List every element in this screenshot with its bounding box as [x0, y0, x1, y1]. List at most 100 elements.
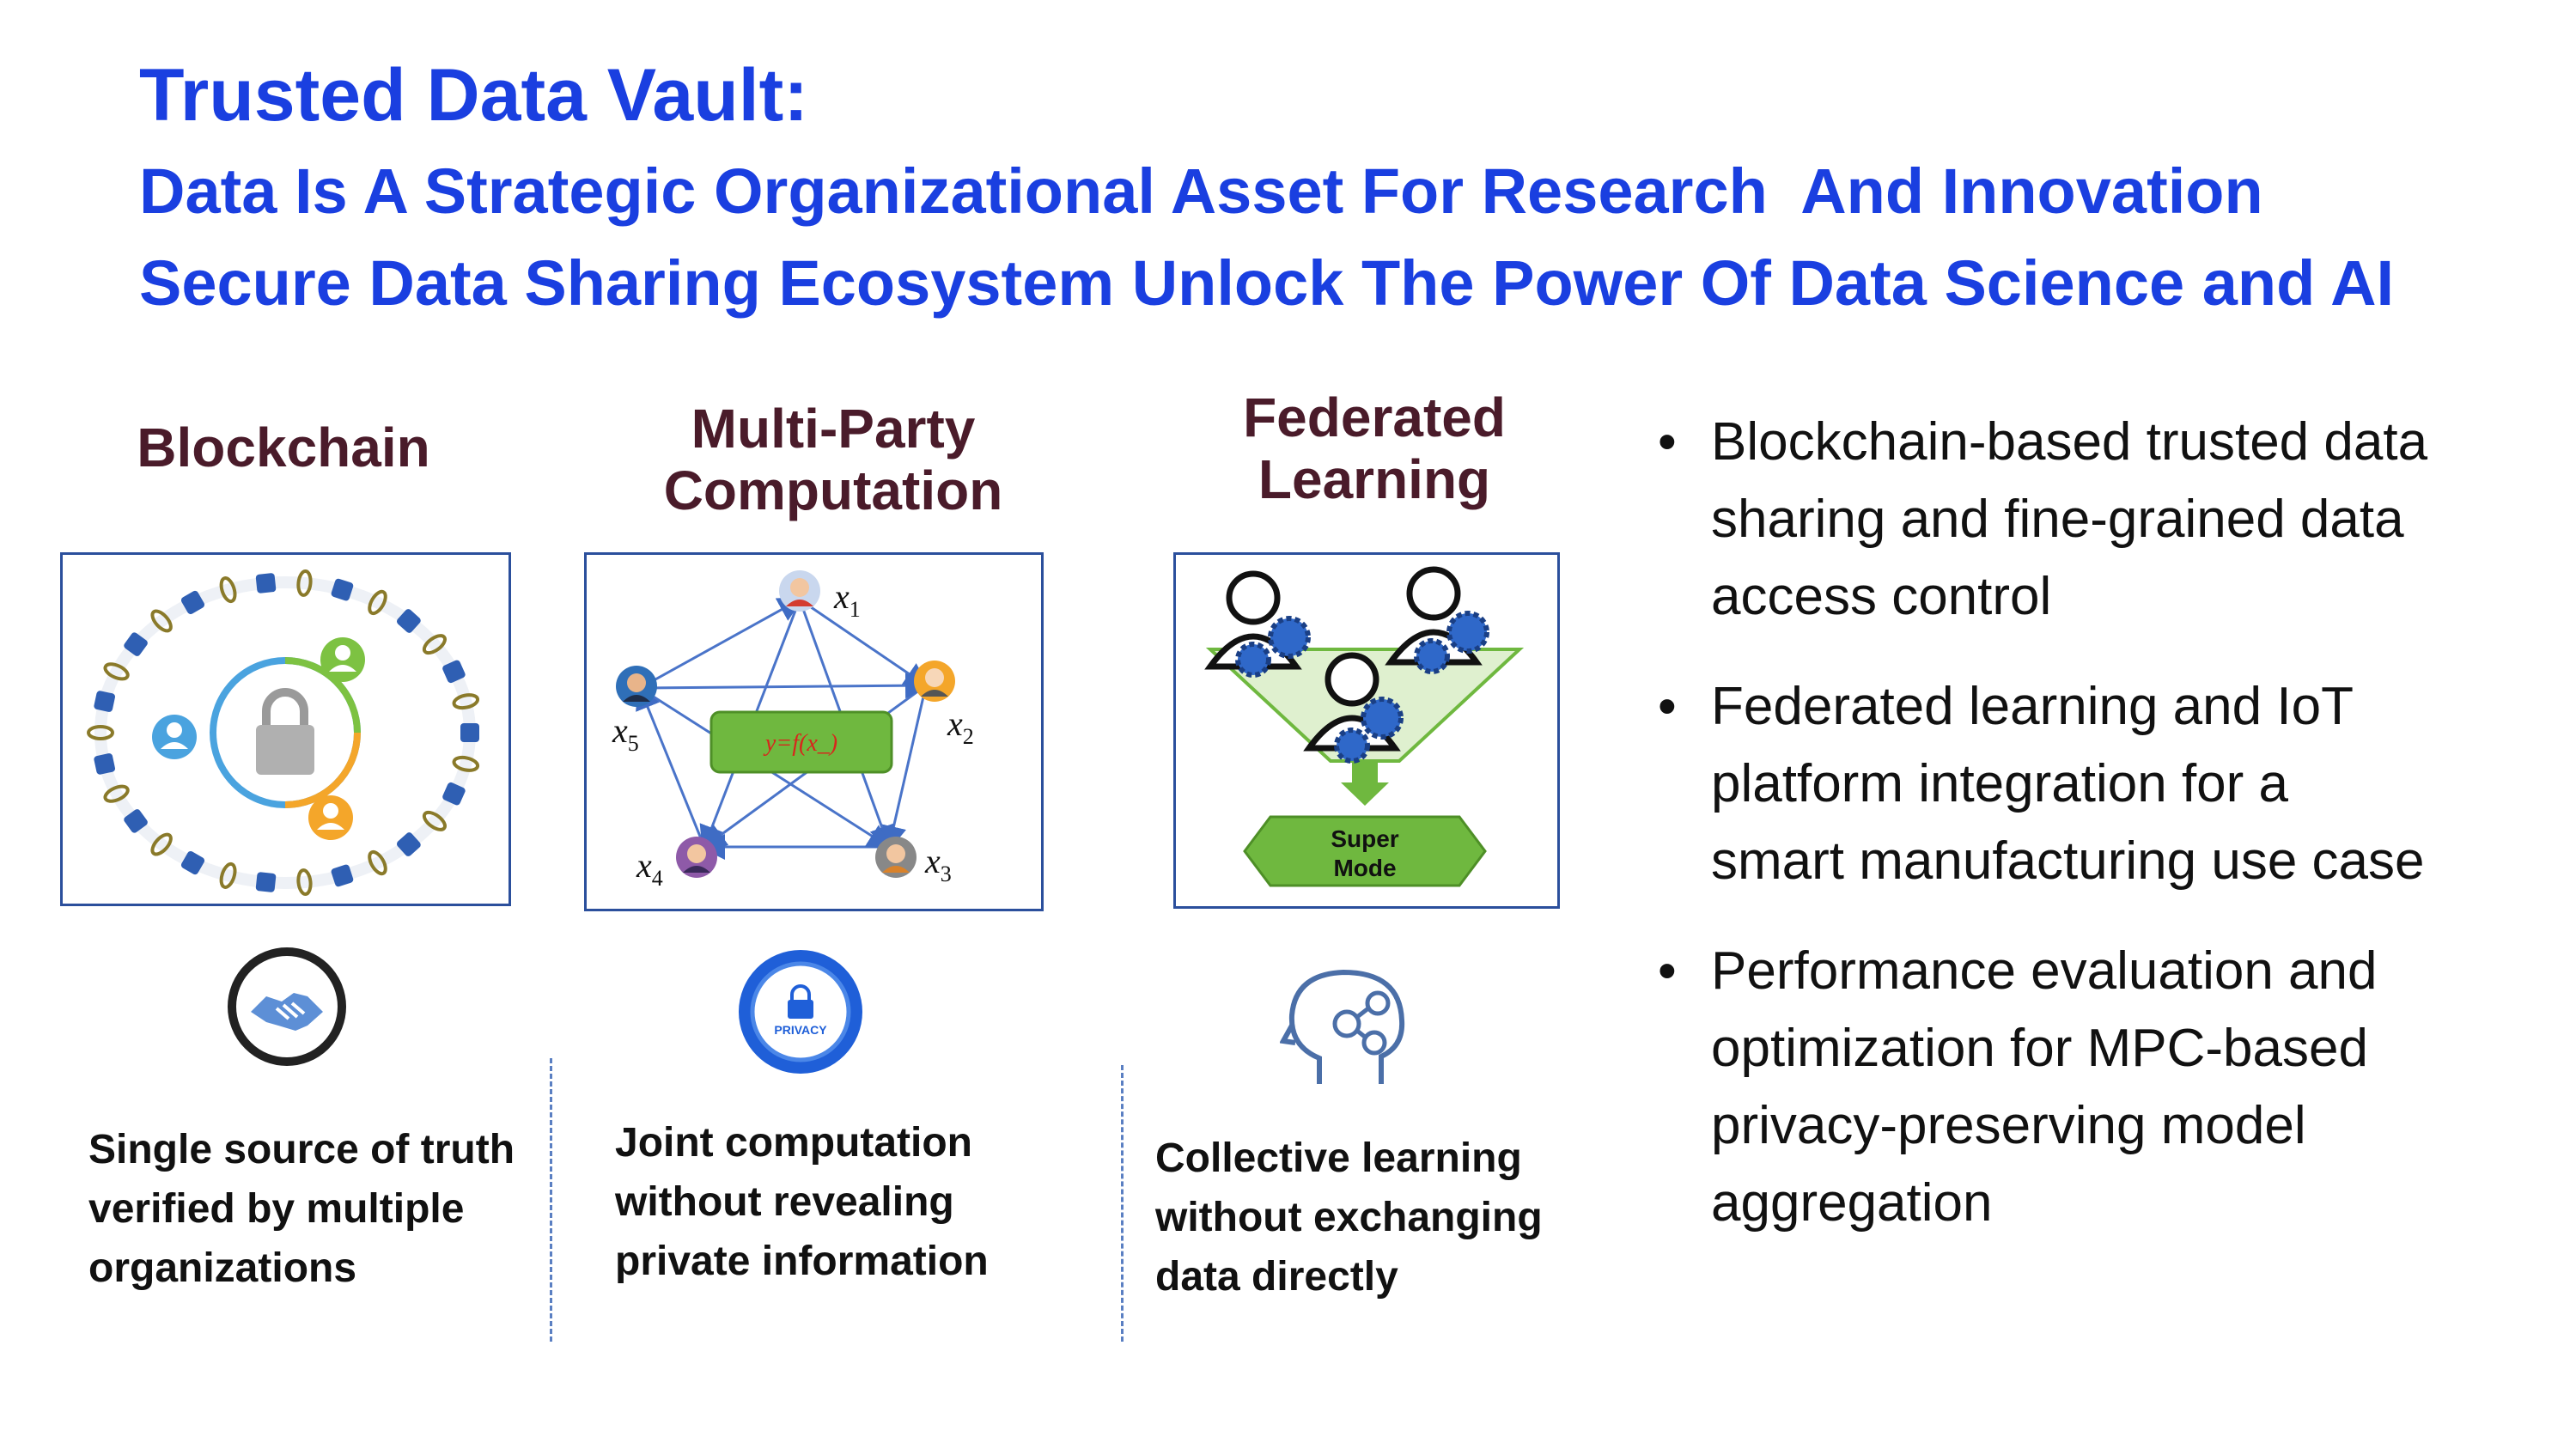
page-subtitle-1: Data Is A Strategic Organizational Asset… — [139, 155, 2263, 227]
blockchain-heading: Blockchain — [137, 417, 430, 478]
node-label-x5: x5 — [612, 711, 639, 756]
user-avatar-blue — [152, 715, 197, 759]
chain-block — [396, 832, 421, 856]
chain-link — [219, 576, 237, 604]
node-x2-avatar — [914, 661, 955, 702]
chain-link — [150, 609, 173, 633]
caption-line: data directly — [1155, 1254, 1398, 1300]
lock-icon — [256, 688, 314, 775]
node-label-x1: x1 — [833, 577, 861, 622]
caption-line: without revealing — [615, 1179, 954, 1225]
function-label: y=f(x_) — [763, 730, 837, 757]
node-x1-avatar — [779, 570, 820, 612]
blockchain-panel — [60, 552, 511, 906]
chain-link — [296, 569, 313, 597]
federated-heading-line-1: Federated — [1243, 387, 1506, 448]
chain-link — [150, 832, 173, 856]
chain-links — [87, 569, 480, 896]
mpc-heading: Multi-Party Computation — [584, 398, 1082, 521]
head-network-icon — [1280, 969, 1405, 1084]
chain-link — [422, 634, 447, 655]
federated-heading: Federated Learning — [1151, 387, 1598, 510]
bullet-line: aggregation — [1711, 1173, 1993, 1233]
chain-link — [103, 662, 130, 681]
chain-block — [255, 573, 277, 594]
chain-block — [124, 809, 148, 833]
chain-link — [452, 693, 480, 710]
super-model-label-line-2: Mode — [1333, 855, 1396, 881]
node-x5-avatar — [616, 666, 657, 707]
node-x4-avatar — [676, 837, 717, 878]
chain-link — [296, 868, 313, 896]
caption-line: Collective learning — [1155, 1135, 1522, 1181]
chain-link — [368, 589, 387, 616]
bullet-item: • Federated learning and IoT platform in… — [1658, 668, 2560, 900]
mpc-heading-line-2: Computation — [663, 460, 1003, 521]
chain-block — [442, 660, 466, 684]
caption-line: without exchanging — [1155, 1195, 1543, 1240]
blockchain-caption: Single source of truth verified by multi… — [88, 1120, 515, 1298]
federated-funnel-illustration: Super Mode — [1204, 566, 1525, 887]
chain-block — [460, 723, 479, 742]
caption-line: Single source of truth — [88, 1127, 515, 1172]
chain-link — [103, 784, 130, 803]
federated-panel: Super Mode — [1173, 552, 1560, 909]
bullet-dot: • — [1658, 677, 1677, 736]
page-title: Trusted Data Vault: — [139, 54, 808, 137]
bullet-line: smart manufacturing use case — [1711, 831, 2425, 891]
chain-link — [422, 810, 447, 831]
column-divider-2 — [1121, 1065, 1124, 1342]
node-label-x3: x3 — [924, 842, 952, 886]
mpc-network-diagram: y=f(x_) x1 x2 x3 x4 x5 — [612, 570, 974, 891]
privacy-lock-icon: PRIVACY — [739, 950, 862, 1074]
bullet-line: access control — [1711, 567, 2052, 626]
caption-line: organizations — [88, 1245, 357, 1291]
caption-line: Joint computation — [615, 1120, 972, 1166]
caption-line: verified by multiple — [88, 1186, 465, 1232]
user-gears-icon-2 — [1385, 566, 1489, 674]
bullet-line: platform integration for a — [1711, 754, 2289, 813]
page-subtitle-2: Secure Data Sharing Ecosystem Unlock The… — [139, 247, 2395, 319]
bullet-line: Blockchain-based trusted data — [1711, 412, 2428, 472]
bullet-line: Performance evaluation and — [1711, 941, 2378, 1001]
bullet-item: • Performance evaluation and optimizatio… — [1658, 933, 2560, 1242]
column-divider-1 — [550, 1058, 552, 1342]
chain-block — [94, 691, 116, 712]
user-gears-icon-3 — [1303, 652, 1404, 764]
bullet-item: • Blockchain-based trusted data sharing … — [1658, 404, 2560, 636]
chain-block — [331, 578, 354, 601]
blockchain-ring-illustration — [87, 569, 480, 896]
bullet-line: sharing and fine-grained data — [1711, 490, 2404, 549]
chain-block — [396, 609, 421, 633]
bullet-dot: • — [1658, 941, 1677, 1001]
bullet-line: Federated learning and IoT — [1711, 677, 2354, 736]
bullet-line: privacy-preserving model — [1711, 1096, 2306, 1155]
bullet-dot: • — [1658, 412, 1677, 472]
federated-caption: Collective learning without exchanging d… — [1155, 1129, 1543, 1306]
bullet-list: • Blockchain-based trusted data sharing … — [1658, 404, 2560, 1275]
chain-block — [124, 632, 148, 656]
function-box: y=f(x_) — [709, 710, 893, 774]
chain-block — [442, 782, 466, 806]
chain-link — [368, 849, 387, 876]
down-arrow-icon — [1341, 761, 1389, 806]
federated-heading-line-2: Learning — [1258, 448, 1491, 510]
chain-block — [331, 864, 354, 887]
chain-block — [94, 753, 116, 775]
node-x3-avatar — [875, 837, 917, 878]
privacy-badge-label: PRIVACY — [774, 1023, 827, 1037]
chain-link — [219, 861, 237, 889]
mpc-heading-line-1: Multi-Party — [691, 398, 976, 460]
chain-block — [180, 850, 205, 875]
user-avatar-green — [320, 637, 365, 682]
mpc-caption: Joint computation without revealing priv… — [615, 1113, 989, 1291]
node-label-x4: x4 — [636, 846, 663, 891]
chain-block — [255, 872, 277, 892]
chain-link — [87, 725, 114, 740]
super-model-label-line-1: Super — [1331, 825, 1398, 852]
user-avatar-orange — [308, 795, 353, 840]
bullet-line: optimization for MPC-based — [1711, 1019, 2368, 1078]
chain-link — [452, 755, 480, 772]
handshake-icon — [228, 947, 346, 1066]
super-model-box: Super Mode — [1243, 815, 1487, 887]
